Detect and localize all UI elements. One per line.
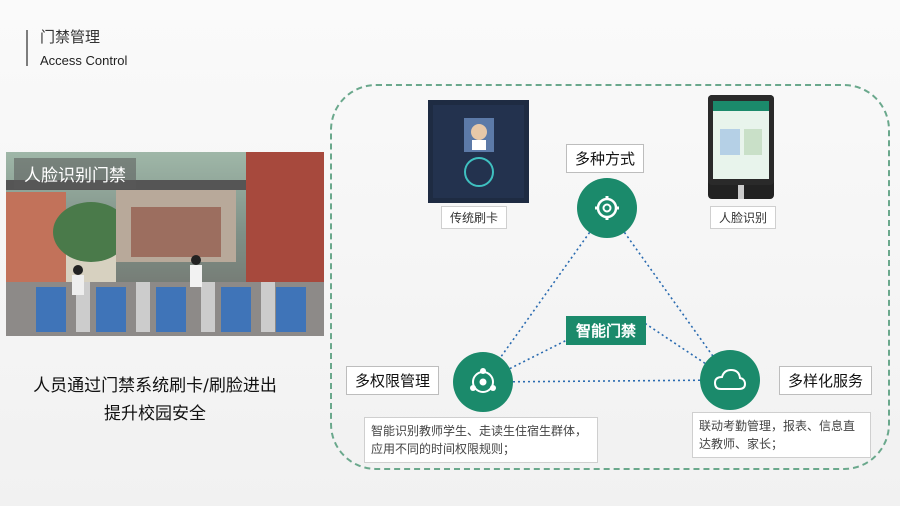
service-description: 联动考勤管理，报表、信息直达教师、家长； <box>692 412 871 458</box>
service-node <box>700 350 760 410</box>
caption-line-1: 人员通过门禁系统刷卡/刷脸进出 <box>33 376 277 396</box>
face-gate-photo: 人脸识别门禁 <box>6 152 324 336</box>
card-reader-image <box>428 100 529 203</box>
methods-node <box>577 178 637 238</box>
gate-scene-illustration <box>6 152 324 336</box>
smart-gate-label: 智能门禁 <box>566 316 647 345</box>
methods-label: 多种方式 <box>566 144 645 173</box>
caption-line-2: 提升校园安全 <box>104 404 206 424</box>
cycle-icon <box>470 368 496 393</box>
face-caption: 人脸识别 <box>710 206 777 229</box>
header-divider <box>26 30 28 66</box>
photo-label: 人脸识别门禁 <box>14 158 136 189</box>
diagram-panel <box>330 84 890 470</box>
face-terminal-image <box>708 95 774 199</box>
cloud-icon <box>713 368 747 390</box>
service-label: 多样化服务 <box>779 366 873 395</box>
permission-description: 智能识别教师学生、走读生住宿生群体，应用不同的时间权限规则； <box>364 417 598 463</box>
permission-node <box>453 352 513 412</box>
card-caption: 传统刷卡 <box>441 206 508 229</box>
page-title: 门禁管理 <box>40 28 101 46</box>
gear-icon <box>595 196 619 220</box>
page-subtitle: Access Control <box>40 53 128 68</box>
permission-label: 多权限管理 <box>346 366 440 395</box>
